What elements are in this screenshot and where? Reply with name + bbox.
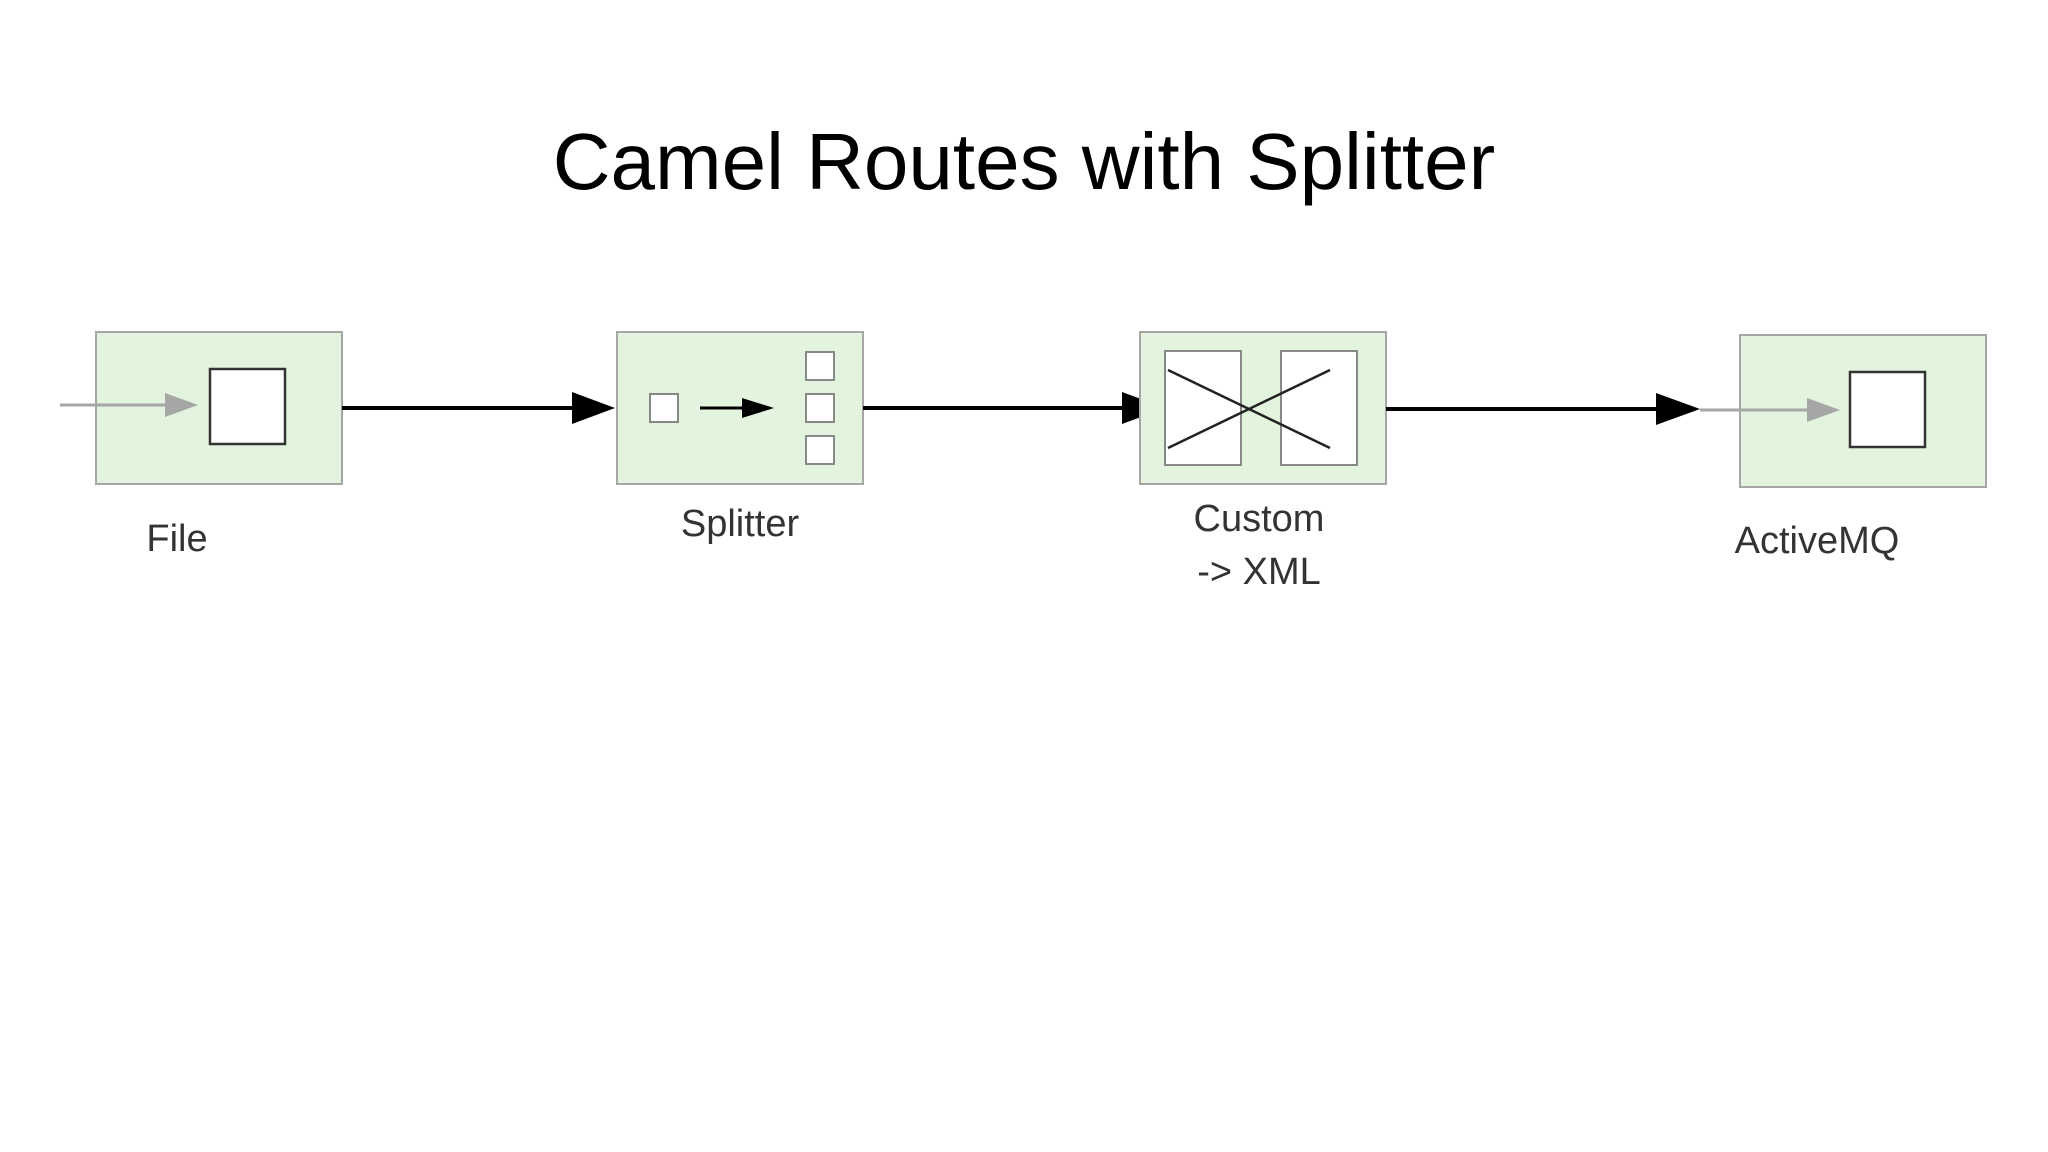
slide-title: Camel Routes with Splitter: [552, 117, 1496, 206]
route-arrow-file-splitter: [342, 392, 615, 424]
activemq-label: ActiveMQ: [1735, 520, 1900, 562]
custom-label-line-2: -> XML: [1197, 551, 1321, 593]
inbound-arrow-icon: [1700, 398, 1840, 422]
file-label: File: [146, 518, 207, 560]
message-translator-icon: [1164, 350, 1358, 466]
file-node: [60, 331, 343, 485]
custom-label-line-1: Custom: [1194, 498, 1325, 540]
message-endpoint-icon: [208, 367, 287, 446]
splitter-icon: [649, 351, 835, 465]
inbound-arrow-icon: [60, 393, 198, 417]
route-arrow-custom-activemq: [1386, 393, 1700, 425]
message-endpoint-icon: [1848, 370, 1927, 449]
splitter-node: [616, 331, 864, 485]
route-arrow-splitter-custom: [863, 392, 1165, 424]
custom-translator-node: [1139, 331, 1387, 485]
activemq-node: [1700, 334, 1987, 488]
splitter-label: Splitter: [681, 503, 800, 545]
